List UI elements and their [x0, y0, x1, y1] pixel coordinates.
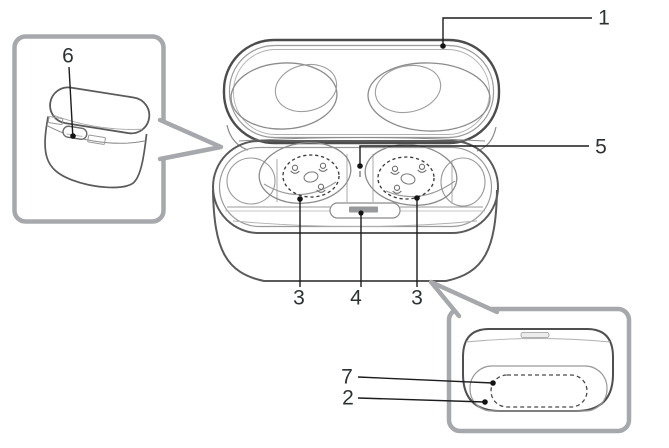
- hinge-left: [226, 124, 249, 151]
- open-case-drawing: [212, 38, 501, 282]
- right-slot-contacts: [377, 156, 435, 200]
- closed-case-front-drawing: [462, 328, 614, 412]
- leader-line-1: [442, 17, 592, 44]
- leader-lines: [68, 17, 592, 403]
- callout-label-2: 2: [342, 386, 354, 410]
- case-lid-drawing: [222, 38, 501, 152]
- front-view-inset: [428, 279, 632, 434]
- closed-case-rear-drawing: [44, 86, 151, 189]
- front-face-outline: [469, 365, 608, 412]
- case-body-drawing: [212, 140, 499, 282]
- callout-label-6: 6: [62, 44, 74, 68]
- leader-line-2: [357, 397, 486, 403]
- leader-line-6: [68, 66, 74, 135]
- callout-label-4: 4: [350, 286, 362, 310]
- rear-view-inset: [12, 34, 224, 224]
- left-slot-contacts: [282, 154, 340, 198]
- callout-label-5: 5: [595, 135, 607, 159]
- leader-line-5: [359, 145, 589, 164]
- touch-area-outline: [490, 374, 588, 408]
- inset-pointer-front: [428, 279, 500, 319]
- case-button-drawing: [329, 202, 401, 219]
- callout-label-3-right: 3: [411, 286, 423, 310]
- leader-dots: [70, 43, 496, 405]
- lid-latch: [520, 332, 550, 338]
- callout-label-1: 1: [598, 6, 610, 30]
- callout-label-7: 7: [341, 365, 353, 389]
- inset-pointer-rear: [157, 117, 224, 162]
- callout-label-3-left: 3: [293, 286, 305, 310]
- leader-line-7: [357, 376, 494, 384]
- hinge-right: [476, 126, 497, 152]
